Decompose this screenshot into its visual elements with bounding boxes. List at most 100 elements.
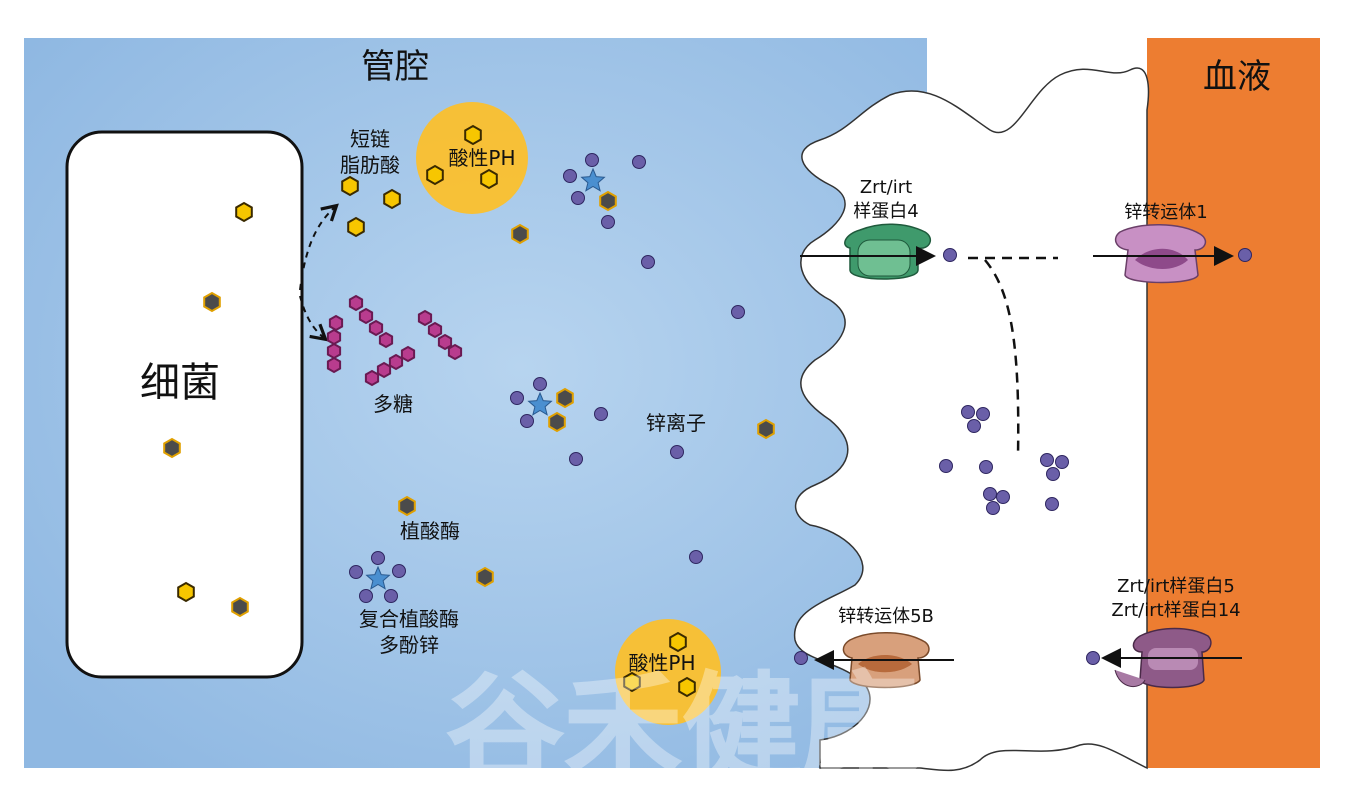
polysaccharide-unit-icon <box>368 319 384 337</box>
zinc-ion-dot <box>1045 497 1059 511</box>
dashed-path-downward <box>984 259 1020 456</box>
phytate-molecule-icon <box>548 411 566 433</box>
hexagon-molecules <box>163 124 775 698</box>
complex-phytase-label-line1: 复合植酸酶 <box>359 607 459 631</box>
zinc-ion-label: 锌离子 <box>646 411 706 435</box>
dashed-arrow-polysaccharide <box>299 295 329 342</box>
zinc-ion-dot <box>632 155 646 169</box>
zinc-ion-dot <box>1055 455 1069 469</box>
zinc-ion-dot <box>943 248 957 262</box>
polysaccharide-unit-icon <box>348 294 364 312</box>
zinc-ion-dot <box>976 407 990 421</box>
zinc-ion-dot <box>569 452 583 466</box>
zip4-label-line1: Zrt/irt <box>860 177 912 198</box>
scfa-molecule-icon <box>426 164 444 186</box>
zinc-ion-dot <box>1046 467 1060 481</box>
zinc-ion-dot <box>983 487 997 501</box>
zinc-ion-dot <box>986 501 1000 515</box>
acid-ph-label-top: 酸性PH <box>448 146 515 170</box>
znt1-label: 锌转运体1 <box>1124 202 1207 223</box>
polysaccharide-label: 多糖 <box>373 392 413 416</box>
phytate-molecule-icon <box>231 596 249 618</box>
zinc-ion-dot <box>939 459 953 473</box>
scfa-label-line1: 短链 <box>350 127 390 151</box>
scfa-molecule-icon <box>678 676 696 698</box>
phytase-star-icon <box>365 565 391 590</box>
zinc-ions <box>349 153 1252 665</box>
polysaccharide-unit-icon <box>364 369 380 387</box>
zinc-ion-dot <box>384 589 398 603</box>
polysaccharide-unit-icon <box>388 353 404 371</box>
zinc-ion-dot <box>731 305 745 319</box>
bacteria-cell <box>65 130 304 679</box>
phytate-molecule-icon <box>556 387 574 409</box>
zinc-ion-dot <box>359 589 373 603</box>
zinc-ion-dot <box>594 407 608 421</box>
zinc-ion-dot <box>585 153 599 167</box>
phytate-molecule-icon <box>599 190 617 212</box>
polysaccharide-unit-icon <box>427 321 443 339</box>
scfa-molecule-icon <box>480 168 498 190</box>
znt5b-label: 锌转运体5B <box>838 606 934 627</box>
phytase-label: 植酸酶 <box>400 519 460 543</box>
zinc-ion-dot <box>689 550 703 564</box>
phytase-star-icon <box>527 391 553 416</box>
blood-label: 血液 <box>1203 57 1271 97</box>
zip4-transporter <box>844 223 932 280</box>
polysaccharide-chains <box>326 294 463 387</box>
zinc-ion-dot <box>794 651 808 665</box>
zinc-ion-dot <box>996 490 1010 504</box>
polysaccharide-unit-icon <box>376 361 392 379</box>
zinc-ion-dot <box>1086 651 1100 665</box>
scfa-molecule-icon <box>341 175 359 197</box>
zip5-label-line1: Zrt/irt样蛋白5 <box>1117 576 1235 597</box>
polysaccharide-unit-icon <box>417 309 433 327</box>
scfa-molecule-icon <box>347 216 365 238</box>
phytate-molecule-icon <box>757 418 775 440</box>
phytate-molecule-icon <box>163 437 181 459</box>
phytate-molecule-icon <box>398 495 416 517</box>
acid-ph-label-bottom: 酸性PH <box>628 651 695 675</box>
scfa-label-line2: 脂肪酸 <box>340 153 400 177</box>
acid-ph-circle-bottom <box>615 619 721 725</box>
polysaccharide-unit-icon <box>326 356 342 374</box>
zinc-ion-dot <box>571 191 585 205</box>
watermark: 谷禾健康 <box>446 660 918 793</box>
zinc-ion-dot <box>1040 453 1054 467</box>
zip4-label-line2: 样蛋白4 <box>853 201 918 222</box>
acid-ph-circle-top <box>416 102 528 214</box>
complex-phytase-label-line2: 多酚锌 <box>379 633 439 657</box>
scfa-molecule-icon <box>669 631 687 653</box>
zinc-ion-dot <box>349 565 363 579</box>
polysaccharide-unit-icon <box>326 328 342 346</box>
scfa-molecule-icon <box>235 201 253 223</box>
zinc-ion-dot <box>563 169 577 183</box>
zinc-ion-dot <box>510 391 524 405</box>
polysaccharide-unit-icon <box>358 307 374 325</box>
polysaccharide-unit-icon <box>328 314 344 332</box>
polysaccharide-unit-icon <box>400 345 416 363</box>
scfa-molecule-icon <box>177 581 195 603</box>
zinc-ion-dot <box>520 414 534 428</box>
znt1-transporter <box>1114 224 1207 284</box>
scfa-molecule-icon <box>383 188 401 210</box>
polysaccharide-unit-icon <box>378 331 394 349</box>
phytate-molecule-icon <box>203 291 221 313</box>
zinc-ion-dot <box>1238 248 1252 262</box>
zinc-ion-dot <box>670 445 684 459</box>
zinc-ion-dot <box>961 405 975 419</box>
zinc-ion-dot <box>601 215 615 229</box>
polysaccharide-unit-icon <box>437 333 453 351</box>
phytase-complexes <box>365 167 606 590</box>
zinc-ion-dot <box>371 551 385 565</box>
bacteria-label: 细菌 <box>140 360 220 406</box>
phytate-molecule-icon <box>476 566 494 588</box>
dashed-arrow-scfa <box>299 203 339 291</box>
scfa-molecule-icon <box>464 124 482 146</box>
phytate-molecule-icon <box>511 223 529 245</box>
zip5-label-line2: Zrt/irt样蛋白14 <box>1111 600 1240 621</box>
scfa-molecule-icon <box>623 671 641 693</box>
zinc-ion-dot <box>967 419 981 433</box>
zinc-ion-dot <box>392 564 406 578</box>
